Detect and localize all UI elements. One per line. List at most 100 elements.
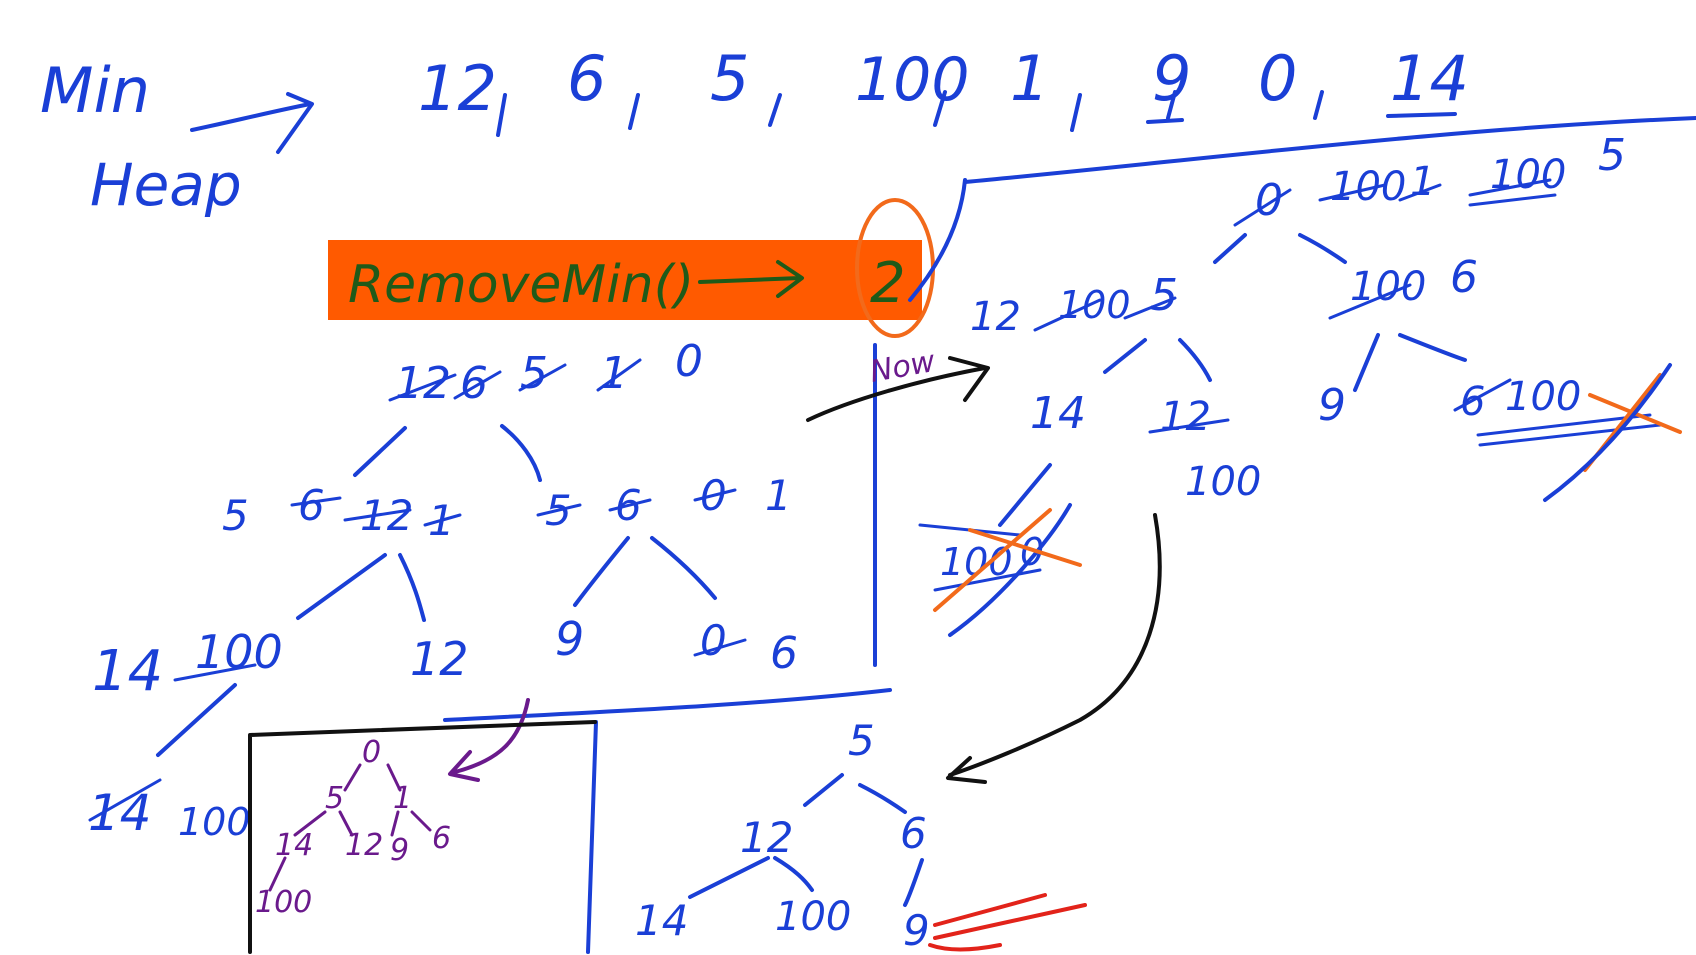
result-tree: 5 12 6 14 100 9	[635, 716, 1087, 955]
header: Min Heap 12 6 5 100 1 9 0 14	[40, 42, 1469, 219]
divider-top-curve	[908, 178, 967, 302]
left-leaf-rr-strike	[693, 638, 747, 657]
inset-lr: 12	[345, 828, 383, 863]
inset-right: 1	[393, 781, 412, 816]
right-rchild-strikes	[1328, 283, 1412, 320]
left-extra-0: 14	[88, 784, 152, 842]
left-rchild-strikes	[536, 488, 737, 517]
inset-arrow-head	[448, 750, 480, 782]
right-rr-strikes	[1453, 378, 1662, 447]
inset-arrow-shaft	[453, 698, 530, 774]
now-arrow-head	[948, 356, 990, 402]
left-tree: 12 6 5 1 0 5 6 12 1 5 6 0 1 14 100 12 9 …	[88, 336, 798, 844]
seq-value-2: 5	[710, 42, 749, 115]
left-root-val-3: 1	[600, 348, 628, 399]
left-leaf-lr: 12	[410, 632, 469, 686]
left-child-edges	[296, 536, 717, 622]
left-root-val-0: 12	[395, 358, 451, 409]
right-rchild-val-0: 100	[1350, 264, 1426, 310]
left-leaf-ll-1: 100	[195, 625, 283, 679]
title-min: Min	[40, 54, 150, 127]
down-arrow-shaft	[948, 513, 1162, 777]
banner-result: 2	[870, 251, 906, 316]
left-extra-strike	[88, 778, 162, 822]
inset-edges	[268, 763, 432, 892]
divider-horizontal	[443, 688, 892, 722]
result-lr: 100	[775, 894, 851, 940]
right-root-val-2: 1	[1410, 159, 1435, 205]
left-leaf-rr-0: 0	[700, 616, 727, 665]
right-tree: 0 100 1 100 5 12 100 5 100 6 14 12 100 9…	[918, 130, 1682, 637]
right-lll-edges	[948, 463, 1072, 637]
right-lchild-strikes	[1033, 296, 1177, 332]
right-lchild-val-1: 100	[1058, 283, 1131, 327]
title-arrow-head	[276, 92, 314, 154]
left-lchild-val-1: 6	[298, 481, 325, 530]
remove-min-banner: RemoveMin() 2	[328, 198, 935, 338]
seq-value-3: 100	[855, 45, 970, 115]
right-rr-val-1: 100	[1505, 374, 1581, 420]
sequence-commas	[496, 90, 1324, 137]
divider-top	[963, 116, 1696, 184]
right-root-strikes	[1233, 178, 1557, 227]
right-lchild-val-2: 5	[1150, 270, 1178, 321]
banner-highlight	[328, 240, 922, 320]
left-root-val-1: 6	[460, 358, 488, 409]
left-root-val-4: 0	[675, 336, 703, 387]
left-lchild-val-0: 5	[222, 491, 249, 540]
left-leaf-ll-strike	[173, 663, 257, 682]
sequence: 12 6 5 100 1 9 0 14	[418, 42, 1469, 137]
right-child-edges	[1103, 333, 1467, 392]
result-ll: 14	[635, 896, 688, 945]
dividers	[443, 116, 1696, 954]
right-ll: 14	[1030, 388, 1086, 439]
left-leaf-rr-1: 6	[770, 628, 798, 679]
left-root-val-2: 5	[520, 348, 548, 399]
right-lchild-val-0: 12	[970, 294, 1021, 340]
right-root-val-3: 100	[1490, 152, 1566, 198]
seq-value-6: 0	[1258, 42, 1297, 115]
result-left: 12	[740, 813, 793, 862]
right-root-val-4: 5	[1598, 130, 1626, 181]
right-lll-cross	[933, 508, 1082, 612]
right-rl: 9	[1318, 380, 1346, 431]
result-right: 6	[900, 809, 927, 858]
divider-inset-right	[586, 720, 598, 954]
left-lchild-strikes	[290, 496, 462, 527]
now-arrow-shaft	[806, 366, 987, 422]
right-root-val-0: 0	[1255, 175, 1283, 226]
inset-left: 5	[325, 781, 344, 816]
sequence-underlines	[1146, 112, 1457, 124]
left-root-edges	[353, 424, 542, 482]
seq-value-0: 12	[418, 52, 497, 125]
left-rchild-val-3: 1	[765, 471, 792, 520]
right-rr-edge	[1543, 363, 1672, 502]
now-label: Now	[867, 344, 938, 390]
right-lr-val-0: 12	[1160, 394, 1211, 440]
down-arrow-head	[946, 756, 987, 784]
inset-root: 0	[362, 735, 381, 770]
title-arrow-shaft	[190, 102, 312, 132]
seq-value-4: 1	[1010, 42, 1049, 115]
left-extra-1: 100	[178, 800, 251, 844]
left-leaf-rl: 9	[555, 612, 584, 666]
left-swap-edge	[156, 683, 237, 757]
inset-lll: 100	[255, 885, 312, 920]
right-root-edges	[1213, 233, 1347, 264]
left-leaf-ll-0: 14	[92, 639, 163, 704]
right-rchild-val-1: 6	[1450, 252, 1478, 303]
inset-rr: 6	[432, 821, 451, 856]
seq-value-1: 6	[567, 42, 606, 115]
banner-label: RemoveMin()	[348, 255, 694, 315]
result-rl: 9	[903, 906, 930, 955]
banner-arrow	[698, 260, 804, 298]
inset-tree: 0 5 1 14 12 9 6 100	[248, 720, 597, 954]
right-lr-val-1: 100	[1185, 459, 1261, 505]
right-lr-strike	[1148, 418, 1230, 434]
seq-value-7: 14	[1390, 42, 1469, 115]
left-root-strikes	[388, 358, 642, 402]
inset-ll: 14	[275, 828, 313, 863]
result-check-marks	[928, 893, 1087, 952]
